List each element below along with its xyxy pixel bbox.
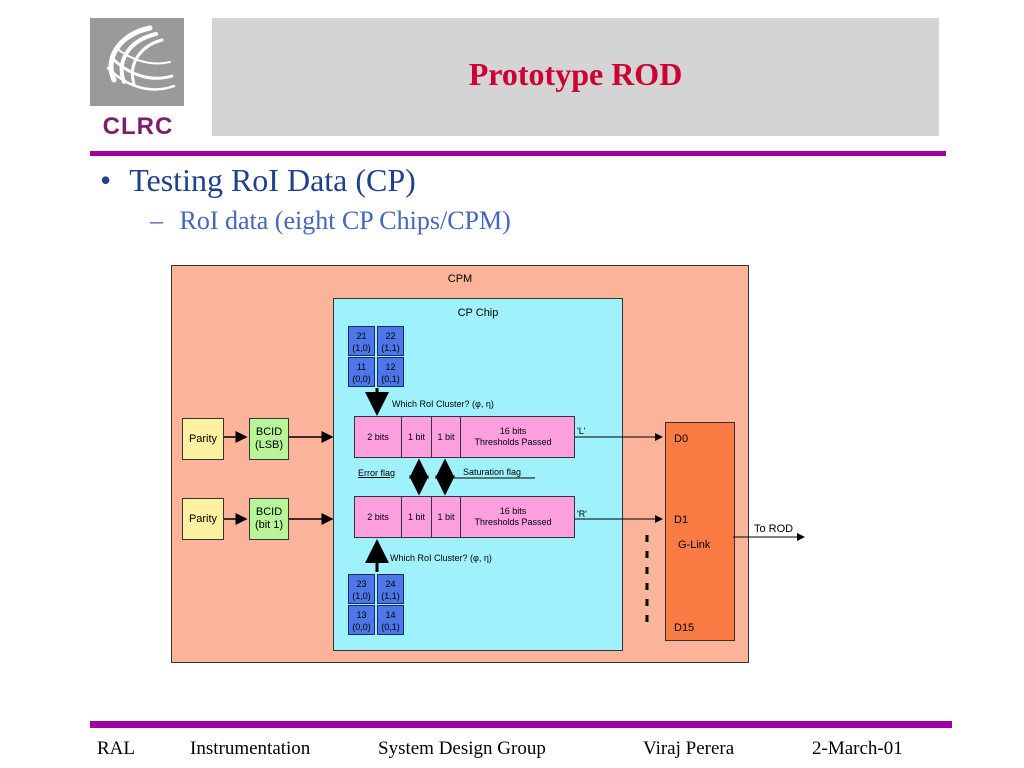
footer-dept: Instrumentation xyxy=(190,738,311,759)
reg-divider xyxy=(401,417,402,457)
glink-label: G-Link xyxy=(678,539,711,551)
header-rule xyxy=(90,151,946,156)
roi-cell-13: 13 (0,0) xyxy=(348,605,375,635)
glink-d1-label: D1 xyxy=(674,514,689,526)
bullet-sub: – RoI data (eight CP Chips/CPM) xyxy=(150,206,511,236)
bcid-bit-label: (LSB) xyxy=(254,439,284,451)
page-title: Prototype ROD xyxy=(468,56,683,92)
which-roi-label-bottom: Which RoI Cluster? (φ, η) xyxy=(390,553,492,563)
footer-rule xyxy=(90,721,952,728)
roi-cell-14: 14 (0,1) xyxy=(377,605,404,635)
reg-seg-error-bit: 1 bit xyxy=(407,511,425,522)
reg-divider xyxy=(431,417,432,457)
reg-seg-thresholds: 16 bits Thresholds Passed xyxy=(461,497,565,537)
roi-cell-21: 21 (1,0) xyxy=(348,326,375,356)
cell-id: 24 xyxy=(385,579,396,589)
cell-id: 21 xyxy=(356,331,367,341)
roi-cell-23: 23 (1,0) xyxy=(348,574,375,604)
cell-coord: (1,1) xyxy=(381,591,400,601)
thresholds-passed: Thresholds Passed xyxy=(474,517,552,527)
sub-bullet-marker: – xyxy=(150,206,163,235)
which-roi-label-top: Which RoI Cluster? (φ, η) xyxy=(392,399,494,409)
glink-box xyxy=(665,422,735,641)
thresholds-bits: 16 bits xyxy=(499,506,527,516)
cell-id: 13 xyxy=(356,610,367,620)
bullet-main: • Testing RoI Data (CP) xyxy=(100,162,416,199)
roi-register-bottom: 2 bits 1 bit 1 bit 16 bits Thresholds Pa… xyxy=(354,496,575,538)
roi-cell-22: 22 (1,1) xyxy=(377,326,404,356)
reg-divider xyxy=(401,497,402,537)
footer-org: RAL xyxy=(97,738,135,759)
cpm-label: CPM xyxy=(447,273,473,285)
cp-chip-label: CP Chip xyxy=(457,307,499,319)
reg-seg-saturation-bit: 1 bit xyxy=(437,511,455,522)
reg-divider xyxy=(460,417,461,457)
glink-d0-label: D0 xyxy=(674,433,689,445)
thresholds-bits: 16 bits xyxy=(499,426,527,436)
cell-id: 11 xyxy=(356,362,367,372)
reg-seg-error-bit: 1 bit xyxy=(407,431,425,442)
clrc-logo-text: CLRC xyxy=(102,113,174,140)
cell-coord: (0,1) xyxy=(381,374,400,384)
cell-id: 22 xyxy=(385,331,396,341)
roi-cell-24: 24 (1,1) xyxy=(377,574,404,604)
footer-group: System Design Group xyxy=(378,738,546,759)
cell-coord: (0,1) xyxy=(381,622,400,632)
roi-cell-12: 12 (0,1) xyxy=(377,357,404,387)
footer-date: 2-March-01 xyxy=(812,738,903,759)
cell-coord: (0,0) xyxy=(352,374,371,384)
roi-cell-11: 11 (0,0) xyxy=(348,357,375,387)
bcid-label: BCID xyxy=(255,426,283,438)
clrc-logo xyxy=(90,18,184,106)
bcid-label: BCID xyxy=(255,506,283,518)
bcid-bit1-box: BCID (bit 1) xyxy=(249,498,289,540)
l-output-label: 'L' xyxy=(577,426,586,436)
reg-seg-saturation-bit: 1 bit xyxy=(437,431,455,442)
cell-coord: (1,1) xyxy=(381,343,400,353)
title-band xyxy=(212,18,939,136)
cell-coord: (1,0) xyxy=(352,591,371,601)
parity-box-top: Parity xyxy=(182,418,224,460)
cell-coord: (1,0) xyxy=(352,343,371,353)
parity-box-bottom: Parity xyxy=(182,498,224,540)
saturation-flag-label: Saturation flag xyxy=(463,467,522,477)
reg-divider xyxy=(431,497,432,537)
clrc-swirl-icon xyxy=(106,25,176,91)
reg-seg-thresholds: 16 bits Thresholds Passed xyxy=(461,417,565,457)
bullet-sub-text: RoI data (eight CP Chips/CPM) xyxy=(179,206,511,235)
reg-seg-2bits: 2 bits xyxy=(367,511,389,522)
glink-d15-label: D15 xyxy=(674,622,695,634)
r-output-label: 'R' xyxy=(577,509,587,519)
cell-id: 14 xyxy=(385,610,396,620)
error-flag-label: Error flag xyxy=(358,468,396,478)
cell-id: 23 xyxy=(356,579,367,589)
thresholds-passed: Thresholds Passed xyxy=(474,437,552,447)
cell-id: 12 xyxy=(385,362,396,372)
cell-coord: (0,0) xyxy=(352,622,371,632)
footer-author: Viraj Perera xyxy=(643,738,735,759)
roi-register-top: 2 bits 1 bit 1 bit 16 bits Thresholds Pa… xyxy=(354,416,575,458)
bullet-marker: • xyxy=(100,162,112,198)
bcid-bit-label: (bit 1) xyxy=(254,519,284,531)
reg-divider xyxy=(460,497,461,537)
to-rod-label: To ROD xyxy=(754,523,794,535)
reg-seg-2bits: 2 bits xyxy=(367,431,389,442)
bcid-lsb-box: BCID (LSB) xyxy=(249,418,289,460)
bullet-main-text: Testing RoI Data (CP) xyxy=(129,162,416,198)
